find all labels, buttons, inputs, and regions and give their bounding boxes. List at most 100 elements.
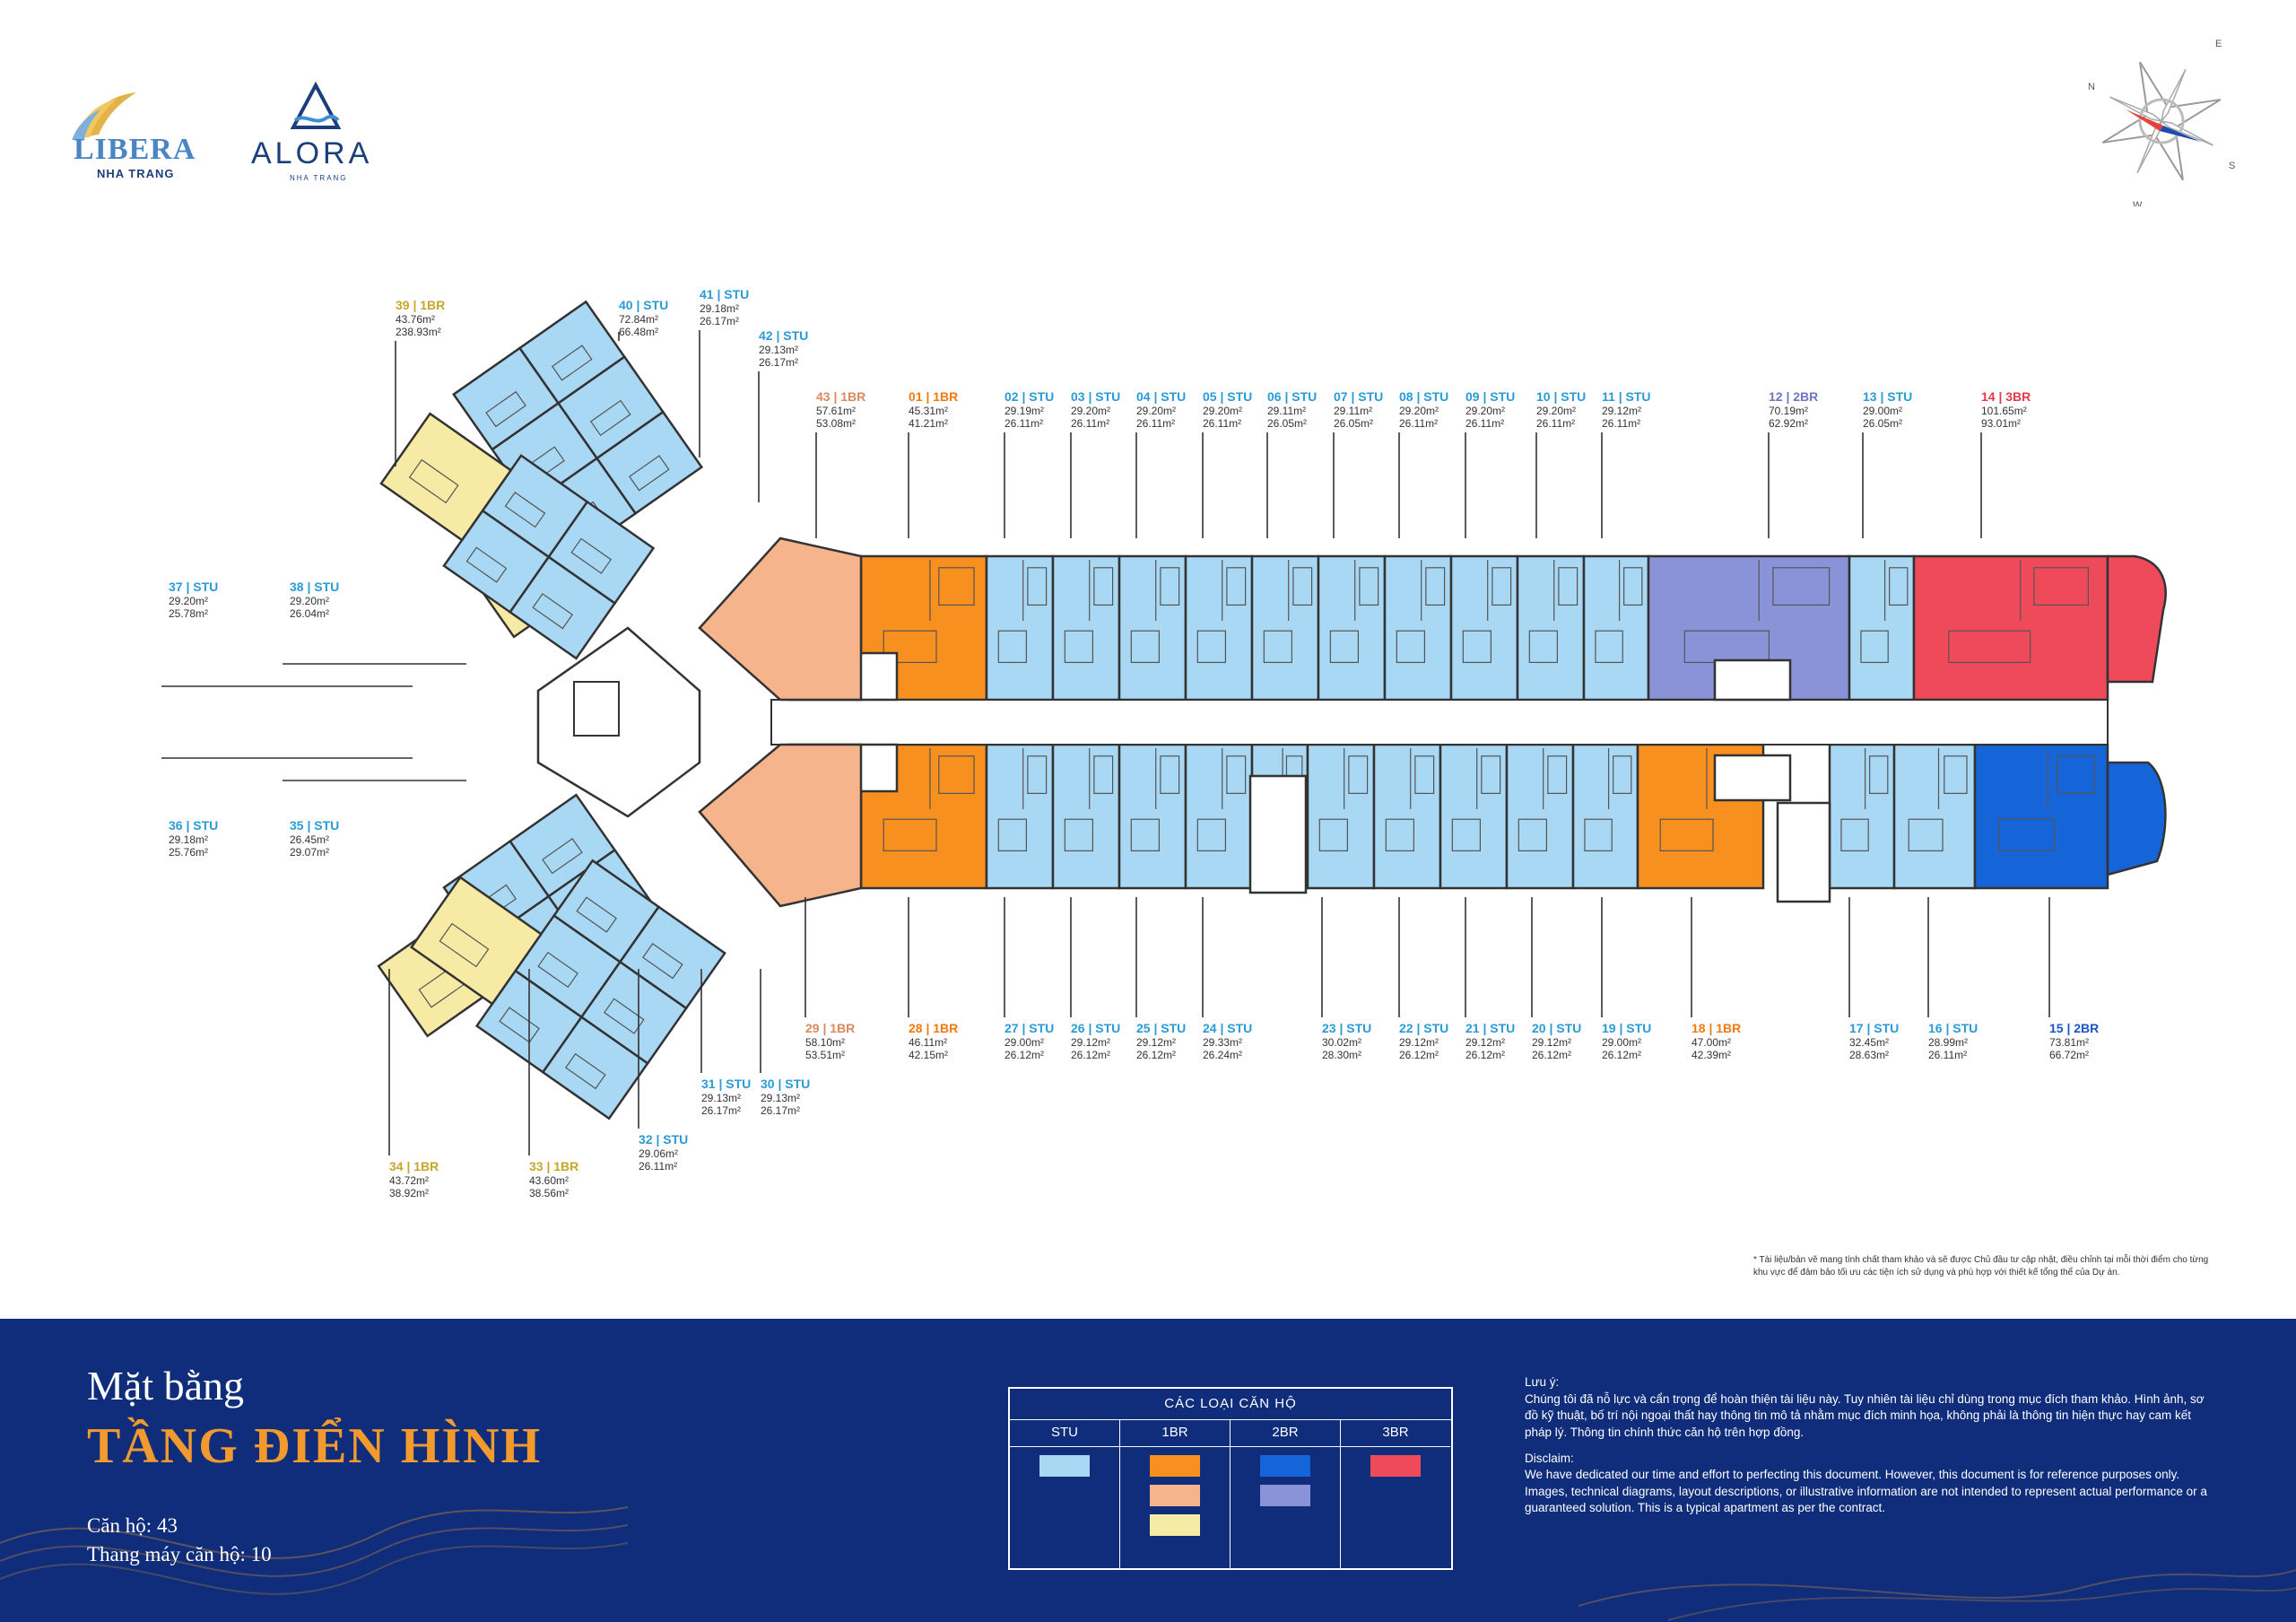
unit-label-title: 18 | 1BR (1692, 1021, 1742, 1035)
bed-outline (1318, 818, 1348, 852)
unit-bottom-9 (1439, 743, 1509, 890)
legend-head: 1BR (1120, 1419, 1230, 1447)
bed-outline (1584, 818, 1613, 852)
bed-outline (1528, 630, 1558, 664)
unit-label-title: 40 | STU (619, 298, 669, 312)
bed-outline (1329, 630, 1359, 664)
unit-label-title: 08 | STU (1399, 389, 1449, 404)
unit-label-title: 39 | 1BR (396, 298, 446, 312)
unit-area-gross: 58.10m² (805, 1035, 846, 1049)
legend-col-3br: 3BR (1341, 1419, 1450, 1568)
compass-w-label: W (2133, 200, 2143, 206)
unit-area-net: 26.17m² (759, 356, 799, 370)
bed-outline (1462, 630, 1492, 664)
unit-top-5 (1184, 554, 1254, 702)
libera-wordmark: LIBERA (74, 133, 196, 166)
legend-swatch-2br-blue (1260, 1455, 1310, 1477)
unit-area-gross: 45.31m² (909, 404, 949, 417)
unit-area-net: 26.12m² (1071, 1049, 1111, 1062)
bed-outline (883, 630, 937, 664)
bath-outline (1027, 567, 1048, 606)
legend-col-2br: 2BR (1231, 1419, 1341, 1568)
unit-area-net: 26.05m² (1863, 417, 1903, 431)
bed-outline (1518, 818, 1547, 852)
bed-outline (1385, 818, 1414, 852)
unit-top-11 (1582, 554, 1650, 702)
hub-stair (573, 681, 620, 737)
bed-outline (1396, 630, 1425, 664)
unit-label-title: 43 | 1BR (816, 389, 866, 404)
bath-outline (2057, 755, 2095, 794)
unit-area-gross: 29.12m² (1071, 1035, 1111, 1049)
legend-swatch-1br-salmon (1150, 1485, 1200, 1506)
bed-outline (1908, 818, 1944, 852)
unit-top-2 (985, 554, 1055, 702)
unit-label-title: 06 | STU (1267, 389, 1318, 404)
unit-label-title: 30 | STU (761, 1077, 811, 1091)
bath-outline (1558, 567, 1578, 606)
unit-label-title: 26 | STU (1071, 1021, 1121, 1035)
unit-fill (1184, 743, 1254, 890)
alora-wordmark: ALORA (251, 136, 373, 170)
alora-subtext: NHA TRANG (290, 174, 348, 182)
compass-s-label: S (2229, 161, 2235, 171)
unit-area-gross: 29.11m² (1267, 404, 1307, 417)
unit-area-gross: 29.20m² (1071, 404, 1111, 417)
bath-outline (2033, 567, 2089, 606)
bath-outline (1160, 755, 1180, 794)
unit-label-title: 01 | 1BR (909, 389, 959, 404)
unit-label-title: 37 | STU (169, 580, 219, 594)
unit-area-net: 25.78m² (169, 607, 209, 621)
unit-area-gross: 29.20m² (1465, 404, 1506, 417)
unit-area-net: 62.92m² (1769, 417, 1809, 431)
unit-area-net: 42.39m² (1692, 1049, 1732, 1062)
alora-mountain-icon (290, 81, 342, 129)
unit-label-title: 19 | STU (1602, 1021, 1652, 1035)
unit-area-net: 38.56m² (529, 1187, 570, 1200)
bath-outline (1093, 567, 1114, 606)
bath-outline (1492, 567, 1512, 606)
unit-area-net: 26.11m² (639, 1160, 678, 1173)
bed-outline (439, 922, 490, 968)
bed-outline (504, 492, 546, 528)
bed-outline (570, 537, 613, 574)
legend-swatch-3br (1370, 1455, 1421, 1477)
alora-logo: ALORA NHA TRANG (247, 81, 381, 188)
unit-top-3 (1051, 554, 1121, 702)
bed-outline (1659, 818, 1714, 852)
unit-label-title: 21 | STU (1465, 1021, 1516, 1035)
bed-outline (1860, 630, 1889, 664)
legend-head: 2BR (1231, 1419, 1340, 1447)
unit-bottom-7 (1306, 743, 1376, 890)
unit-area-gross: 47.00m² (1692, 1035, 1732, 1049)
unit-fill (985, 554, 1055, 702)
unit-29 (698, 743, 863, 908)
bed-outline (589, 399, 631, 437)
unit-area-net: 26.11m² (1536, 417, 1576, 431)
bed-outline (1064, 630, 1093, 664)
unit-label-title: 34 | 1BR (389, 1159, 439, 1173)
unit-area-net: 26.24m² (1203, 1049, 1243, 1062)
unit-type-legend: CÁC LOẠI CĂN HỘ STU 1BR 2BR 3BR (1008, 1387, 1453, 1570)
libera-logo: LIBERA NHA TRANG (56, 88, 208, 187)
unit-area-gross: 29.12m² (1602, 404, 1642, 417)
unit-label-title: 38 | STU (290, 580, 340, 594)
unit-label-title: 02 | STU (1004, 389, 1055, 404)
unit-area-net: 25.76m² (169, 846, 209, 859)
unit-area-gross: 29.33m² (1203, 1035, 1243, 1049)
unit-area-gross: 29.12m² (1465, 1035, 1506, 1049)
bed-outline (532, 593, 573, 630)
notes-text-en: We have dedicated our time and effort to… (1525, 1468, 2207, 1515)
unit-label-title: 05 | STU (1203, 389, 1253, 404)
unit-top-7 (1317, 554, 1387, 702)
